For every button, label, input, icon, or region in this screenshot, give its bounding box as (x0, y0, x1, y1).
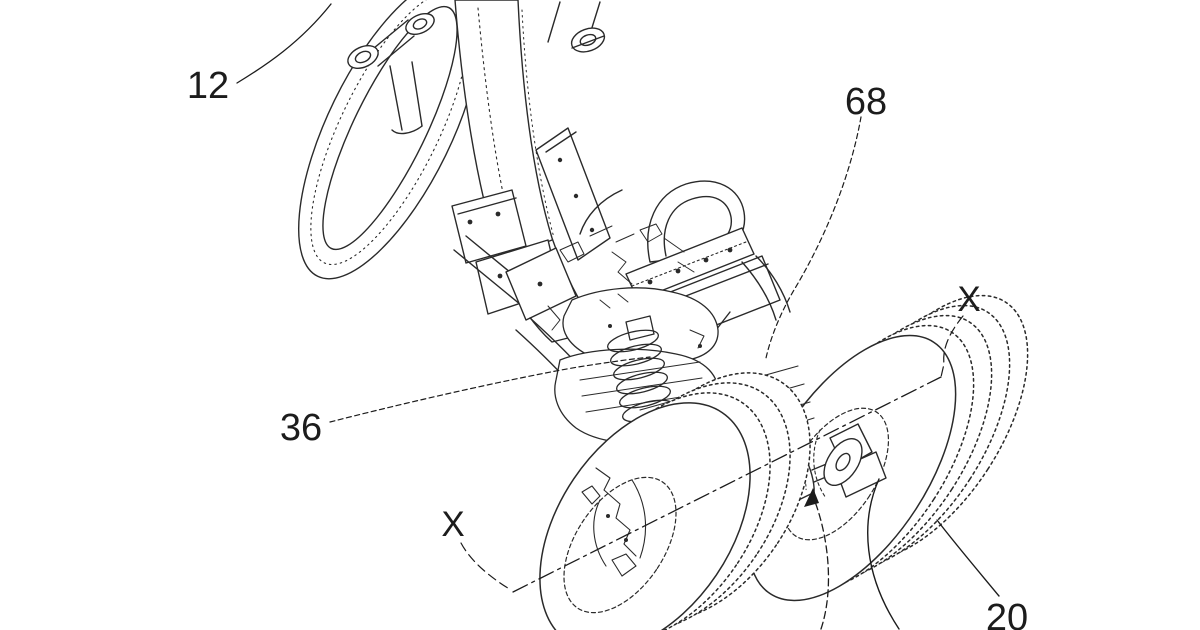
leader-arrowhead (804, 488, 819, 507)
leader-68 (765, 116, 862, 359)
right-wheel-knuckle (811, 423, 887, 499)
leader-offscreen (867, 478, 900, 630)
axis-line (512, 376, 942, 593)
rear-carrier-bracket (535, 127, 791, 345)
left-hub-caliper (581, 467, 647, 577)
axis-tail-upper (940, 315, 964, 378)
left-wheel-rim (563, 476, 677, 614)
label-12: 12 (187, 65, 229, 107)
label-68: 68 (845, 81, 887, 123)
leader-12 (236, 3, 332, 84)
frame-loop (297, 0, 483, 280)
detail-scribbles (547, 223, 705, 349)
left-rear-wheel (539, 372, 811, 630)
section-axis-x (460, 315, 964, 593)
leader-20 (936, 519, 1000, 597)
label-36: 36 (280, 407, 322, 449)
reference-labels: 12 68 36 X X 20 (187, 65, 1028, 630)
label-axis-x-upper: X (957, 280, 980, 319)
axis-tail-lower (460, 542, 512, 591)
label-20: 20 (986, 597, 1028, 630)
shock-top-mount (625, 315, 655, 341)
leader-36 (329, 356, 651, 423)
leader-lines (236, 3, 1000, 630)
leader-arrow-shaft (813, 498, 830, 630)
left-tire-sidewall (539, 402, 751, 630)
frame-assembly (297, 0, 606, 405)
label-axis-x-lower: X (441, 505, 464, 544)
